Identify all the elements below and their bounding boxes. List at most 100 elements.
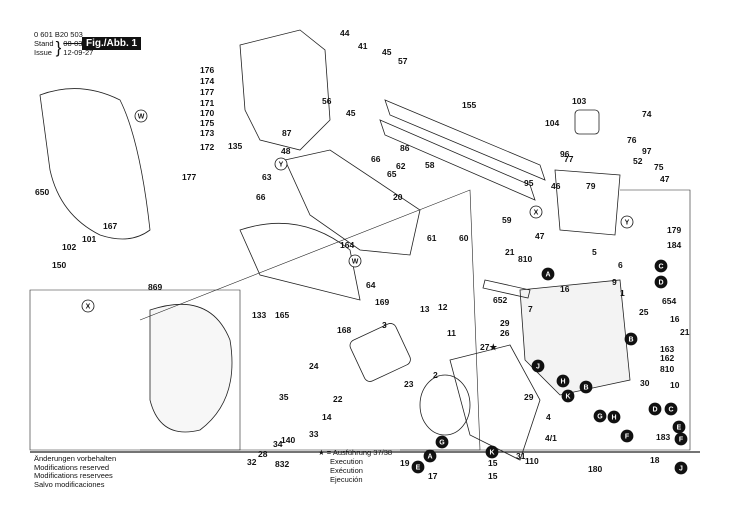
execution-note: ★ = Ausführung 37/38 Execution Exécution… — [318, 448, 392, 484]
connector-marker-y: Y — [274, 157, 288, 171]
part-label-6: 6 — [618, 260, 623, 270]
connector-marker-b: B — [579, 380, 593, 394]
part-label-104: 104 — [545, 118, 559, 128]
part-label-163: 163 — [660, 344, 674, 354]
part-label-35: 35 — [279, 392, 289, 402]
part-label-33: 33 — [309, 429, 319, 439]
part-label-176: 176 — [200, 65, 214, 75]
part-label-30: 30 — [640, 378, 650, 388]
connector-marker-w: W — [348, 254, 362, 268]
footer-line-de: Änderungen vorbehalten — [34, 454, 117, 463]
part-label-102: 102 — [62, 242, 76, 252]
connector-marker-x: X — [81, 299, 95, 313]
svg-text:E: E — [677, 425, 682, 432]
document-header: 0 601 B20 503 Stand Issue } 08-03 12-09-… — [34, 30, 93, 57]
upper-guard-housing — [239, 29, 331, 151]
part-label-175: 175 — [200, 118, 214, 128]
connector-marker-k: K — [561, 389, 575, 403]
part-label-56: 56 — [322, 96, 332, 106]
connector-marker-y: Y — [620, 215, 634, 229]
stand-value: 08-03 — [63, 39, 83, 48]
part-label-62: 62 — [396, 161, 406, 171]
svg-text:D: D — [652, 407, 657, 414]
part-label-177: 177 — [200, 87, 214, 97]
connector-marker-a: A — [423, 449, 437, 463]
part-label-110: 110 — [525, 456, 539, 466]
part-label-14: 14 — [322, 412, 332, 422]
connector-marker-w: W — [134, 109, 148, 123]
part-label-22: 22 — [333, 394, 343, 404]
part-label-172: 172 — [200, 142, 214, 152]
part-label-87: 87 — [282, 128, 292, 138]
frame-right — [400, 189, 691, 451]
part-label-97: 97 — [642, 146, 652, 156]
part-label-169: 169 — [375, 297, 389, 307]
part-label-155: 155 — [462, 100, 476, 110]
part-label-23: 23 — [404, 379, 414, 389]
part-label-45: 45 — [346, 108, 356, 118]
part-label-150: 150 — [52, 260, 66, 270]
part-label-12: 12 — [438, 302, 448, 312]
connector-marker-f: F — [620, 429, 634, 443]
part-label-174: 174 — [200, 76, 214, 86]
connector-marker-j: J — [531, 359, 545, 373]
svg-text:H: H — [560, 379, 565, 386]
part-label-2: 2 — [433, 370, 438, 380]
part-label-16: 16 — [560, 284, 570, 294]
svg-text:Y: Y — [279, 162, 284, 169]
motor-arm-20 — [284, 149, 421, 256]
part-label-29: 29 — [500, 318, 510, 328]
part-label-140: 140 — [281, 435, 295, 445]
part-label-101: 101 — [82, 234, 96, 244]
armature — [349, 323, 411, 382]
part-label-61: 61 — [427, 233, 437, 243]
part-label-177: 177 — [182, 172, 196, 182]
field-coil — [419, 374, 471, 436]
part-label-65: 65 — [387, 169, 397, 179]
part-label-3: 3 — [382, 320, 387, 330]
execution-line-2: Execution — [330, 457, 363, 466]
rail-58 — [379, 119, 536, 201]
execution-line-1: ★ = Ausführung 37/38 — [318, 448, 393, 457]
part-label-133: 133 — [252, 310, 266, 320]
part-label-96: 96 — [560, 149, 570, 159]
dust-bag — [39, 88, 151, 240]
part-label-10: 10 — [670, 380, 680, 390]
svg-text:F: F — [625, 434, 630, 441]
part-label-13: 13 — [420, 304, 430, 314]
part-label-170: 170 — [200, 108, 214, 118]
part-label-20: 20 — [393, 192, 403, 202]
svg-text:B: B — [628, 337, 633, 344]
stand-label: Stand — [34, 39, 54, 48]
connector-marker-c: C — [664, 402, 678, 416]
part-label-162: 162 — [660, 353, 674, 363]
part-label-164: 164 — [340, 240, 354, 250]
connector-marker-h: H — [607, 410, 621, 424]
svg-text:G: G — [439, 440, 445, 447]
footer-line-en: Modifications reserved — [34, 462, 110, 472]
part-label-26: 26 — [500, 328, 510, 338]
part-label-58: 58 — [425, 160, 435, 170]
part-label-74: 74 — [642, 109, 652, 119]
rail-155 — [384, 99, 546, 181]
svg-text:B: B — [583, 385, 588, 392]
part-number: 0 601 B20 503 — [34, 30, 83, 39]
svg-text:Y: Y — [625, 220, 630, 227]
svg-text:G: G — [597, 414, 603, 421]
connector-marker-b: B — [624, 332, 638, 346]
part-label-31: 31 — [516, 451, 526, 461]
part-label-29: 29 — [524, 392, 534, 402]
part-label-47: 47 — [660, 174, 670, 184]
part-label-9: 9 — [612, 277, 617, 287]
part-label-7: 7 — [528, 304, 533, 314]
part-label-167: 167 — [103, 221, 117, 231]
part-label-25: 25 — [639, 307, 649, 317]
part-label-64: 64 — [366, 280, 376, 290]
part-label-21: 21 — [505, 247, 515, 257]
part-label-27: 27★ — [480, 342, 498, 352]
svg-text:J: J — [536, 364, 540, 371]
part-label-184: 184 — [667, 240, 681, 250]
svg-text:K: K — [489, 450, 494, 457]
issue-label: Issue — [34, 48, 52, 57]
